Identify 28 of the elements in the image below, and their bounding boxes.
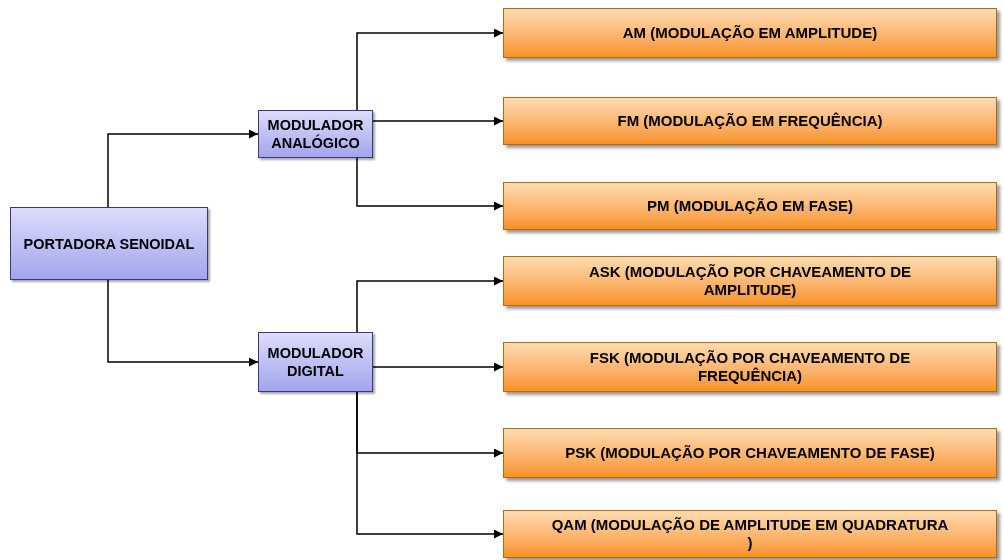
node-label: ASK (MODULAÇÃO POR CHAVEAMENTO DE AMPLITUDE) [588, 263, 912, 299]
node-label: PORTADORA SENOIDAL [23, 234, 195, 253]
node-label: AM (MODULAÇÃO EM AMPLITUDE) [622, 24, 878, 42]
modulation-type-box [503, 342, 997, 392]
node-label: FM (MODULAÇÃO EM FREQUÊNCIA) [617, 112, 883, 130]
modulation-type-box [503, 8, 997, 58]
node-label: PSK (MODULAÇÃO POR CHAVEAMENTO DE FASE) [565, 444, 935, 462]
node-label: MODULADOR DIGITAL [266, 344, 365, 380]
modulation-type-box [503, 97, 997, 145]
modulation-type-box [503, 510, 997, 558]
connector-arrow [356, 157, 504, 211]
node-label: PM (MODULAÇÃO EM FASE) [647, 197, 853, 215]
connector-arrow [107, 129, 259, 208]
modulation-type-box [503, 256, 997, 306]
modulator-box [258, 332, 373, 392]
connector-arrow [372, 362, 504, 372]
connector-arrow [356, 28, 504, 111]
node-label: FSK (MODULAÇÃO POR CHAVEAMENTO DE FREQUÊNCIA) [588, 349, 912, 385]
modulation-type-box [503, 182, 997, 230]
node-label: MODULADOR ANALÓGICO [266, 116, 365, 152]
connector-arrow [107, 279, 259, 367]
modulator-box [258, 110, 373, 158]
connector-arrow [356, 391, 504, 539]
node-label: QAM (MODULAÇÃO DE AMPLITUDE EM QUADRATURA ) [550, 516, 950, 552]
modulator-box [10, 207, 208, 280]
connector-arrow [372, 116, 504, 126]
modulation-type-box [503, 428, 997, 478]
connector-arrow [356, 276, 504, 333]
